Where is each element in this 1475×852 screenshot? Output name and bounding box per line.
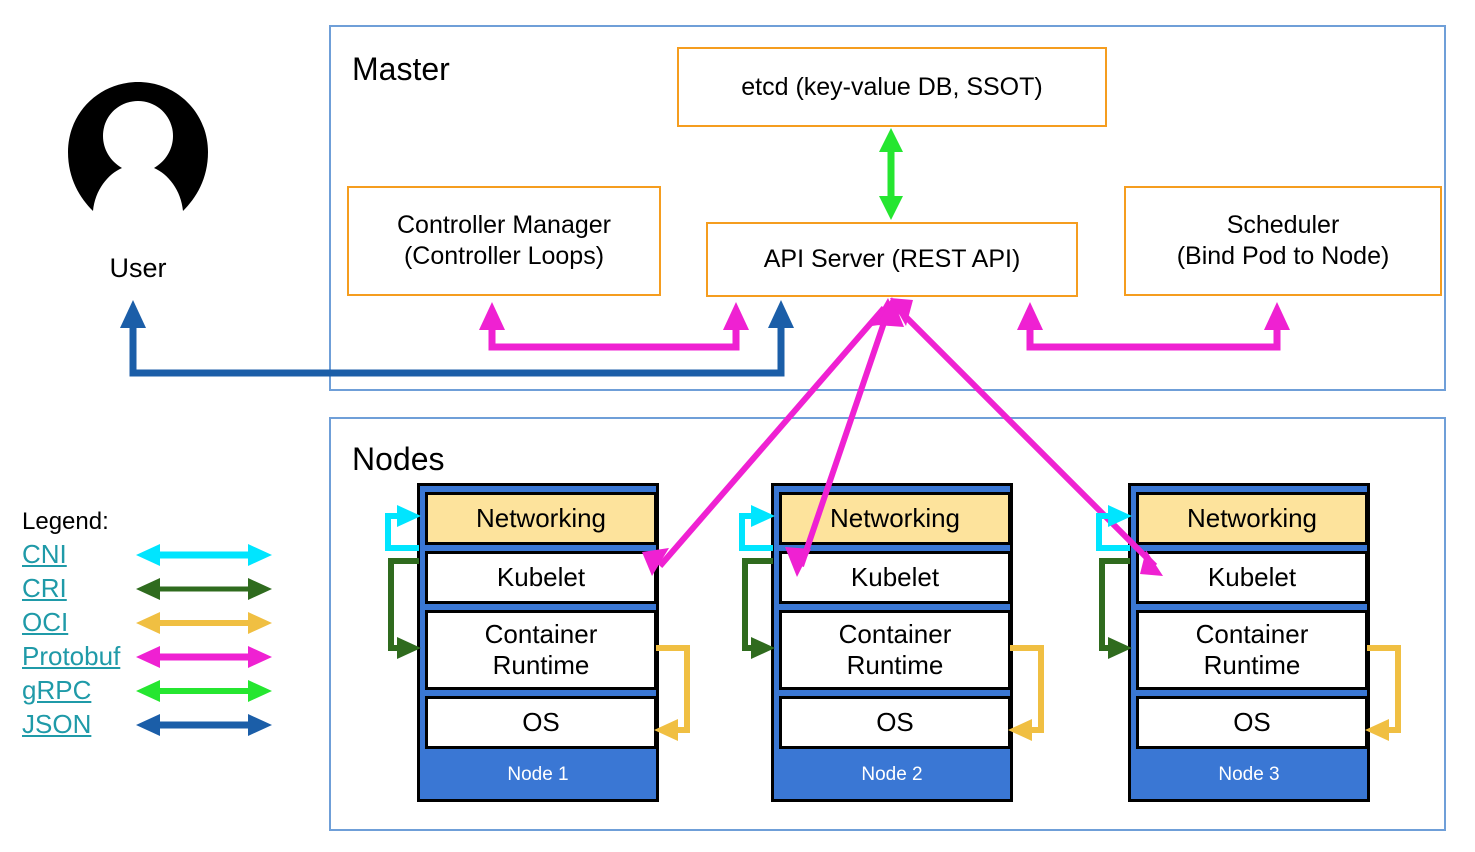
legend-label-json[interactable]: JSON [22,709,92,739]
api-server-box[interactable]: API Server (REST API) [706,222,1078,297]
nodes-group-title: Nodes [352,441,445,477]
legend-arrow-oci [136,612,272,634]
api-server-label: API Server (REST API) [763,245,1021,273]
node-3-os[interactable]: OS [1136,696,1368,749]
legend-arrow-protobuf [136,646,272,668]
node-1-name: Node 1 [507,764,569,785]
legend-arrow-cni [136,544,272,566]
node-3-kubelet-label: Kubelet [1207,562,1297,592]
etcd-label: etcd (key-value DB, SSOT) [741,72,1043,101]
scheduler-label: Scheduler (Bind Pod to Node) [1176,211,1390,270]
node-3-kubelet[interactable]: Kubelet [1136,551,1368,604]
node-1-networking-label: Networking [475,503,607,533]
legend-title: Legend: [22,508,109,535]
node-2-networking-label: Networking [829,503,961,533]
scheduler-box[interactable]: Scheduler (Bind Pod to Node) [1124,186,1442,296]
node-2-networking[interactable]: Networking [779,492,1011,545]
controller-manager-label: Controller Manager (Controller Loops) [397,211,611,270]
legend-label-cni[interactable]: CNI [22,539,67,569]
node-1-os[interactable]: OS [425,696,657,749]
node-2-container-runtime-label: Container Runtime [838,619,952,680]
node-3-os-label: OS [1233,707,1271,737]
etcd-box[interactable]: etcd (key-value DB, SSOT) [677,47,1107,127]
node-card-1[interactable]: Networking Kubelet Container Runtime OS … [417,483,659,802]
node-3-networking-label: Networking [1186,503,1318,533]
node-3-container-runtime-label: Container Runtime [1195,619,1309,680]
node-1-kubelet[interactable]: Kubelet [425,551,657,604]
node-card-3[interactable]: Networking Kubelet Container Runtime OS … [1128,483,1370,802]
node-3-networking[interactable]: Networking [1136,492,1368,545]
legend-label-grpc[interactable]: gRPC [22,675,92,705]
user-avatar-icon [64,78,212,226]
node-1-networking[interactable]: Networking [425,492,657,545]
legend: Legend: CNI CRI OCI [22,508,292,739]
node-2-kubelet-label: Kubelet [850,562,940,592]
controller-manager-box[interactable]: Controller Manager (Controller Loops) [347,186,661,296]
node-1-kubelet-label: Kubelet [496,562,586,592]
node-2-os-label: OS [876,707,914,737]
node-1-os-label: OS [522,707,560,737]
node-2-kubelet[interactable]: Kubelet [779,551,1011,604]
legend-label-protobuf[interactable]: Protobuf [22,641,121,671]
node-3-name: Node 3 [1218,764,1280,785]
legend-label-oci[interactable]: OCI [22,607,69,637]
legend-arrow-cri [136,578,272,600]
legend-arrow-json [136,714,272,736]
legend-label-cri[interactable]: CRI [22,573,67,603]
node-2-name: Node 2 [861,764,923,785]
master-group-title: Master [352,51,450,87]
node-1-container-runtime-label: Container Runtime [484,619,598,680]
node-card-2[interactable]: Networking Kubelet Container Runtime OS … [771,483,1013,802]
node-3-container-runtime[interactable]: Container Runtime [1136,610,1368,690]
node-2-container-runtime[interactable]: Container Runtime [779,610,1011,690]
node-2-os[interactable]: OS [779,696,1011,749]
user-label: User [109,253,167,283]
node-1-container-runtime[interactable]: Container Runtime [425,610,657,690]
legend-arrow-grpc [136,680,272,702]
